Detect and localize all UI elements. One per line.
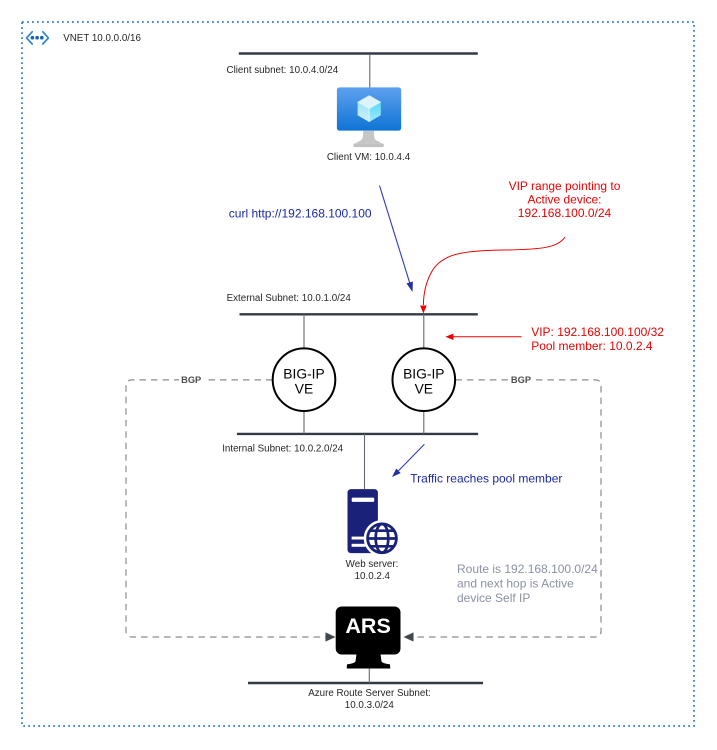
svg-text:curl http://192.168.100.100: curl http://192.168.100.100 [229, 206, 372, 220]
svg-text:Pool member: 10.0.2.4: Pool member: 10.0.2.4 [531, 339, 653, 353]
svg-text:VIP range pointing to: VIP range pointing to [509, 179, 621, 193]
svg-text:device Self IP: device Self IP [457, 591, 530, 605]
svg-text:and next hop is Active: and next hop is Active [457, 577, 574, 591]
svg-text:10.0.2.4: 10.0.2.4 [355, 571, 391, 582]
svg-text:VE: VE [415, 381, 433, 396]
svg-text:VE: VE [295, 381, 313, 396]
svg-text:BIG-IP: BIG-IP [403, 366, 444, 381]
svg-text:Active device:: Active device: [527, 193, 601, 207]
svg-text:BGP: BGP [181, 375, 201, 385]
svg-text:Azure Route Server Subnet:: Azure Route Server Subnet: [308, 688, 431, 699]
svg-text:192.168.100.0/24: 192.168.100.0/24 [518, 206, 612, 220]
svg-text:BIG-IP: BIG-IP [283, 366, 324, 381]
svg-text:ARS: ARS [345, 614, 390, 638]
svg-text:VIP: 192.168.100.100/32: VIP: 192.168.100.100/32 [531, 325, 664, 339]
svg-text:External Subnet: 10.0.1.0/24: External Subnet: 10.0.1.0/24 [227, 293, 352, 304]
svg-text:Client subnet: 10.0.4.0/24: Client subnet: 10.0.4.0/24 [227, 65, 339, 76]
svg-text:VNET 10.0.0.0/16: VNET 10.0.0.0/16 [63, 33, 141, 44]
svg-text:Client VM: 10.0.4.4: Client VM: 10.0.4.4 [327, 152, 411, 163]
svg-text:BGP: BGP [511, 375, 531, 385]
svg-text:10.0.3.0/24: 10.0.3.0/24 [345, 700, 395, 711]
svg-text:Traffic reaches pool member: Traffic reaches pool member [410, 471, 562, 485]
svg-text:Internal Subnet: 10.0.2.0/24: Internal Subnet: 10.0.2.0/24 [222, 444, 343, 455]
svg-text:Route is 192.168.100.0/24: Route is 192.168.100.0/24 [457, 562, 598, 576]
svg-text:Web server:: Web server: [346, 559, 399, 570]
